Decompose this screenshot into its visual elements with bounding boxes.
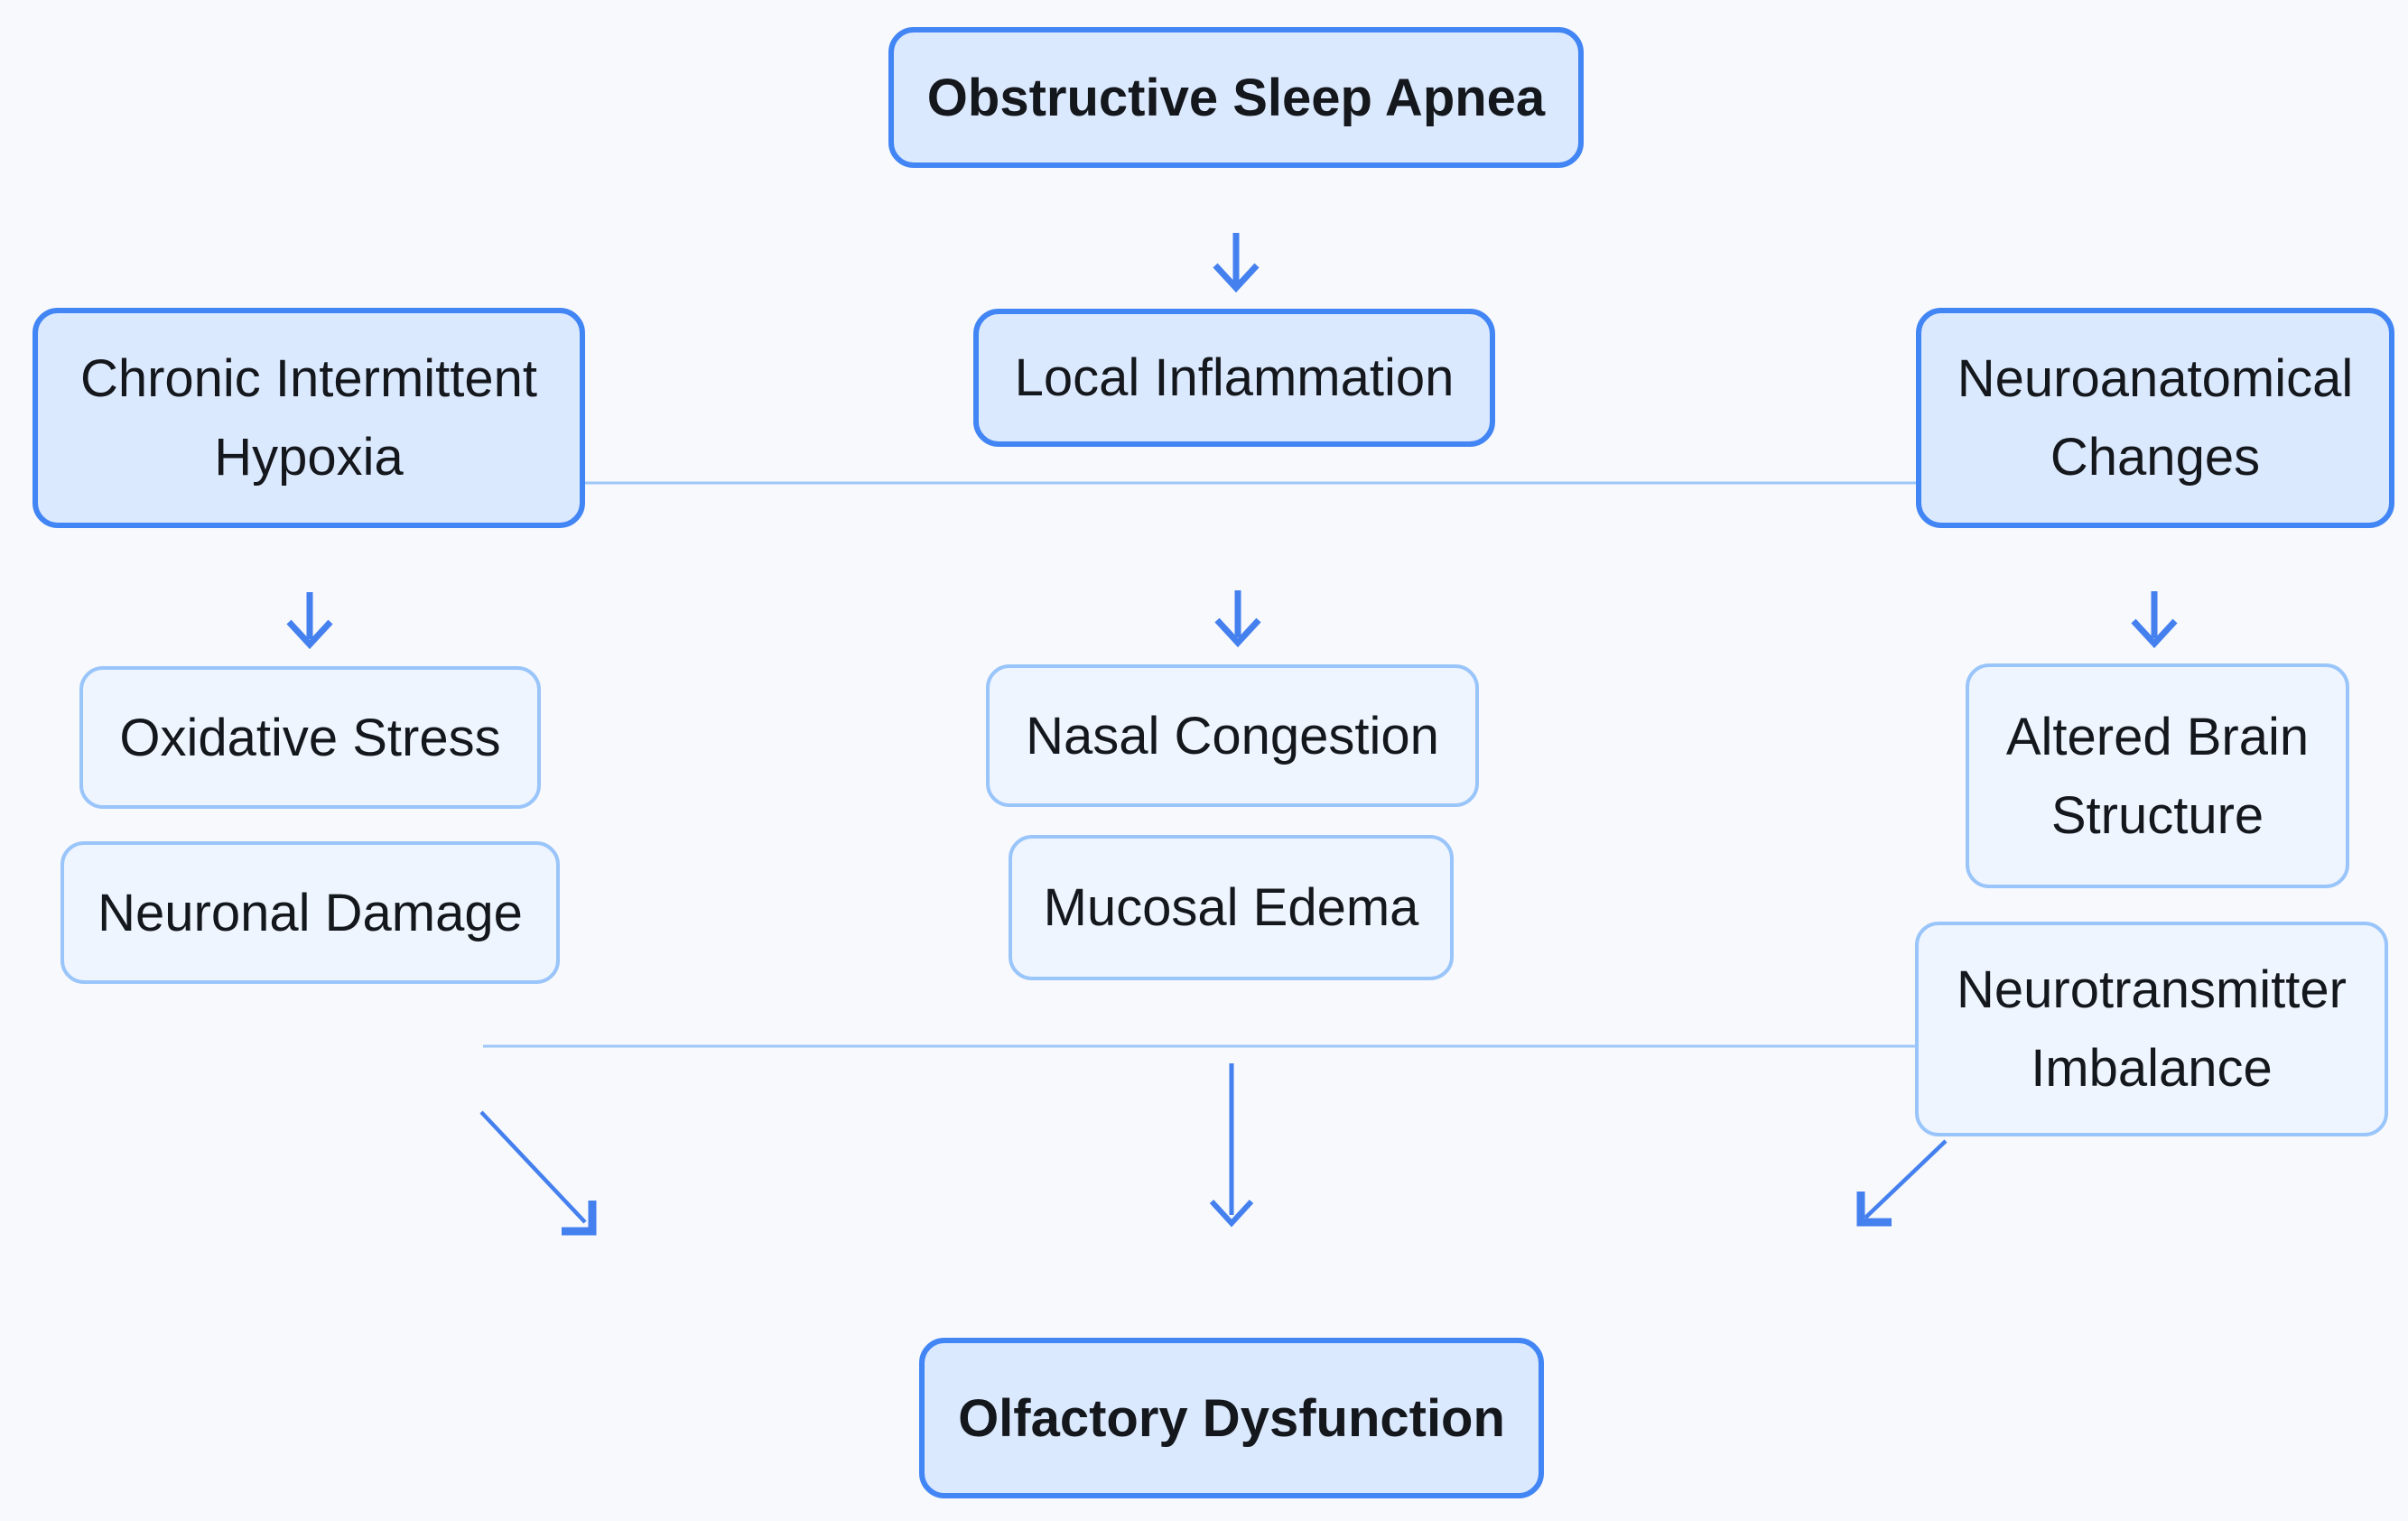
node-label: Altered Brain Structure [2005,707,2310,845]
edge-cih-ox-arrow [286,592,333,650]
node-local-inflammation: Local Inflammation [973,309,1495,447]
edge-center-od-arrow [1209,1063,1254,1228]
edge-li-ncg-arrow [1214,590,1261,648]
edge-left-od-arrow [479,1110,597,1236]
node-label: Chronic Intermittent Hypoxia [79,349,538,487]
node-oxidative-stress: Oxidative Stress [79,666,541,809]
node-nasal-congestion: Nasal Congestion [986,664,1479,807]
node-mucosal-edema: Mucosal Edema [1009,835,1454,980]
edge-nti-od-arrow [1856,1139,1948,1227]
node-label: Nasal Congestion [1026,706,1439,765]
node-neuroanatomical-changes: Neuroanatomical Changes [1916,308,2394,528]
node-neuronal-damage: Neuronal Damage [60,841,560,984]
node-label: Neurotransmitter Imbalance [1957,960,2347,1098]
node-chronic-intermittent-hypoxia: Chronic Intermittent Hypoxia [33,308,585,528]
node-label: Local Inflammation [1014,348,1455,407]
node-altered-brain-structure: Altered Brain Structure [1966,663,2349,888]
node-label: Neuroanatomical Changes [1957,349,2354,487]
edge-osa-li-arrow [1213,233,1260,293]
node-olfactory-dysfunction: Olfactory Dysfunction [919,1338,1544,1498]
node-obstructive-sleep-apnea: Obstructive Sleep Apnea [888,27,1584,168]
node-label: Oxidative Stress [119,708,501,767]
edge-nc-abs-arrow [2131,591,2178,649]
node-label: Mucosal Edema [1043,878,1419,937]
node-label: Obstructive Sleep Apnea [926,68,1546,127]
node-neurotransmitter-imbalance: Neurotransmitter Imbalance [1915,922,2388,1136]
node-label: Olfactory Dysfunction [958,1388,1505,1448]
node-label: Neuronal Damage [98,883,523,942]
